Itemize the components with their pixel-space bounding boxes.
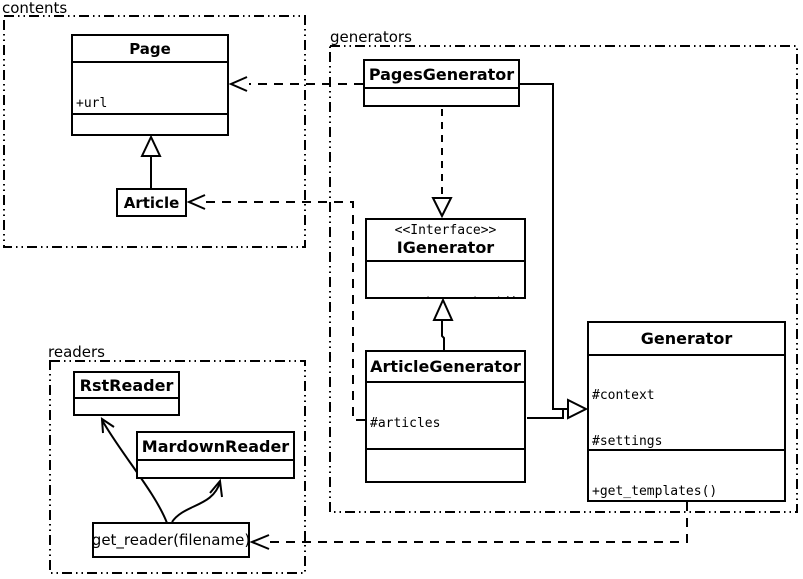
attributes-compartment: #pages xyxy=(365,87,518,105)
realization-triangle-icon xyxy=(431,197,453,219)
package-generators-border xyxy=(329,45,798,513)
attributes-compartment: #context #settings #path #theme #output_… xyxy=(589,354,784,449)
package-label-generators: generators xyxy=(330,28,412,46)
methods-compartment: +generate_feeds() +generate_pages() xyxy=(367,448,524,481)
package-label-contents: contents xyxy=(2,0,68,17)
class-box-mardownreader: MardownReader +read() xyxy=(136,431,295,479)
class-box-igenerator: <<Interface>> IGenerator +generate_conte… xyxy=(365,218,526,299)
dependency-line-articlegenerator-article xyxy=(206,201,365,421)
class-box-article: Article xyxy=(116,188,187,217)
class-title-generator: Generator xyxy=(640,329,733,348)
curved-line-getreader-mardownreader xyxy=(171,481,221,523)
function-box-getreader: get_reader(filename) xyxy=(92,522,250,558)
package-contents-border xyxy=(3,15,306,248)
class-title-igenerator: <<Interface>> IGenerator xyxy=(367,220,524,260)
class-stereotype: <<Interface>> xyxy=(394,223,497,238)
class-title-article: Article xyxy=(123,193,180,212)
method-line: +generate_context() xyxy=(370,295,521,297)
methods-compartment: +generate_context() +generate_output() xyxy=(367,260,524,297)
open-arrowhead-icon xyxy=(249,534,270,550)
inheritance-line-articlegenerator-igenerator xyxy=(441,320,445,350)
package-readers-border xyxy=(49,360,306,574)
class-title-rstreader: RstReader xyxy=(79,375,174,395)
attribute-line: +url xyxy=(76,96,108,111)
attribute-line: #articles xyxy=(370,416,441,431)
inheritance-triangle-icon xyxy=(432,297,454,321)
attribute-line: #context xyxy=(592,387,655,403)
class-box-pagesgenerator: PagesGenerator #pages xyxy=(363,59,520,107)
inheritance-triangle-icon xyxy=(567,398,589,420)
methods-compartment: +check_properties() xyxy=(73,113,227,134)
methods-compartment: +get_templates() +get_files(path,exclude… xyxy=(589,449,784,500)
class-box-articlegenerator: ArticleGenerator #articles #dates #tags … xyxy=(365,350,526,483)
inheritance-line-pagesgenerator-generator xyxy=(519,83,568,410)
attribute-line: #settings xyxy=(592,434,663,449)
class-title-pagesgenerator: PagesGenerator xyxy=(368,64,515,84)
package-label-readers: readers xyxy=(48,343,105,361)
class-box-rstreader: RstReader +read() xyxy=(73,371,180,416)
class-box-generator: Generator #context #settings #path #them… xyxy=(587,321,786,502)
inheritance-triangle-icon xyxy=(140,134,162,157)
methods-compartment: +read() xyxy=(75,397,178,414)
attributes-compartment: +url +slug +summary xyxy=(73,61,227,113)
class-box-page: Page +url +slug +summary +check_properti… xyxy=(71,34,229,136)
class-title-page: Page xyxy=(129,39,171,58)
class-title-articlegenerator: ArticleGenerator xyxy=(370,357,521,376)
open-arrowhead-icon xyxy=(100,417,115,434)
method-line: +get_templates() xyxy=(592,484,718,499)
class-title-mardownreader: MardownReader xyxy=(141,436,290,456)
open-arrowhead-icon xyxy=(228,76,248,92)
attributes-compartment: #articles #dates #tags #categories xyxy=(367,381,524,448)
class-name-text: IGenerator xyxy=(396,238,495,257)
methods-compartment: +read() xyxy=(138,459,293,477)
inheritance-line-articlegenerator-generator xyxy=(527,409,564,419)
open-arrowhead-icon xyxy=(186,194,206,210)
dependency-line-generator-getreader xyxy=(270,502,688,543)
open-arrowhead-icon xyxy=(209,478,223,498)
